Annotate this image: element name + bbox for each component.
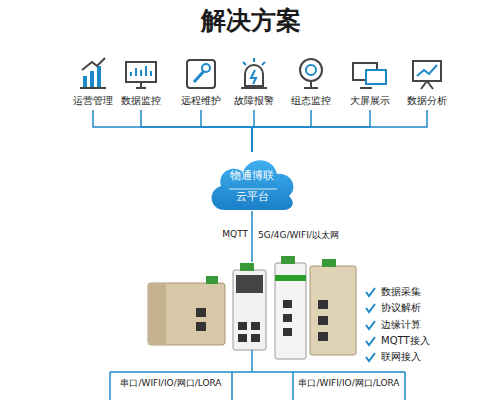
- gateway-devices: [148, 256, 356, 359]
- item-label: 数据监控: [121, 94, 161, 108]
- item-label: 故障报警: [234, 94, 274, 108]
- connector: [93, 110, 252, 152]
- item-label: 运营管理: [73, 94, 113, 108]
- function-item: 运营管理: [73, 94, 113, 108]
- bottom-bracket: [110, 350, 405, 400]
- function-item: 数据监控: [121, 94, 161, 108]
- cloud-node: 物通博联云平台: [205, 150, 299, 212]
- wire: [251, 211, 253, 262]
- connector: [252, 110, 370, 152]
- function-item: 数据分析: [407, 94, 447, 108]
- function-item: 远程维护: [181, 94, 221, 108]
- cloud-text: 云平台: [205, 189, 299, 204]
- check-marks: [366, 288, 375, 361]
- interface-label: 串口/WIFI/IO/网口/LORA: [296, 377, 401, 390]
- connector: [141, 110, 252, 152]
- item-label: 组态监控: [291, 94, 331, 108]
- connector: [252, 110, 311, 152]
- feature-item: 协议解析: [381, 301, 421, 315]
- feature-item: MQTT接入: [381, 334, 430, 348]
- item-label: 远程维护: [181, 94, 221, 108]
- connector: [201, 110, 252, 152]
- cloud-text: 物通博联: [205, 168, 299, 183]
- interface-label: 串口/WIFI/IO/网口/LORA: [118, 377, 223, 390]
- feature-item: 边缘计算: [381, 318, 421, 332]
- item-label: 大屏展示: [350, 94, 390, 108]
- feature-item: 数据采集: [381, 285, 421, 299]
- function-item: 大屏展示: [350, 94, 390, 108]
- link-label: 5G/4G/WIFI/以太网: [258, 229, 339, 242]
- link-label: MQTT: [222, 229, 248, 239]
- connector: [252, 110, 427, 152]
- icons: [80, 58, 441, 89]
- item-label: 数据分析: [407, 94, 447, 108]
- function-item: 故障报警: [234, 94, 274, 108]
- feature-item: 联网接入: [381, 350, 421, 364]
- title: 解决方案: [201, 4, 301, 37]
- function-item: 组态监控: [291, 94, 331, 108]
